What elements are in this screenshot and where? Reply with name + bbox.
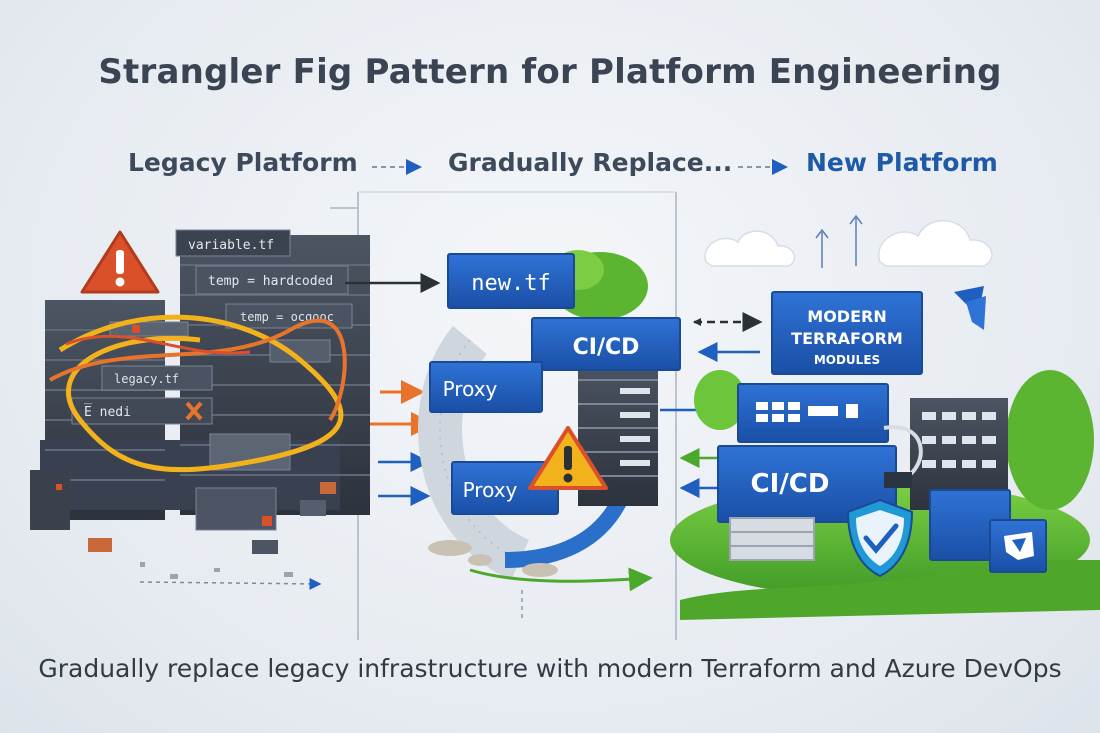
- caption: Gradually replace legacy infrastructure …: [38, 654, 1062, 683]
- legacy-label-variable: variable.tf: [188, 238, 274, 253]
- legacy-label-nedi: E̅ nedi: [84, 404, 131, 420]
- page-title: Strangler Fig Pattern for Platform Engin…: [98, 52, 1002, 92]
- transition-zone: new.tf CI/CD Proxy Proxy: [418, 250, 681, 620]
- cloud-icon: [704, 230, 796, 267]
- new-tf-label: new.tf: [471, 271, 550, 296]
- azure-logo-icon: [954, 286, 986, 330]
- proxy-top-label: Proxy: [443, 377, 498, 401]
- transition-warning-icon: [528, 426, 608, 490]
- warning-icon: [80, 230, 160, 294]
- grid-module-icon: [756, 402, 858, 422]
- new-cicd-label: CI/CD: [751, 469, 830, 499]
- modules-line-2: TERRAFORM: [791, 329, 903, 348]
- legacy-platform-heading: Legacy Platform: [128, 148, 358, 177]
- modules-line-1: MODERN: [807, 307, 886, 326]
- error-x-icon: [185, 401, 203, 421]
- new-platform-heading: New Platform: [806, 148, 998, 177]
- transition-cicd-label: CI/CD: [573, 335, 640, 360]
- shield-check-icon: [846, 498, 914, 578]
- legacy-label-legacy-tf: legacy.tf: [114, 372, 179, 386]
- devops-logo-icon: [1004, 532, 1034, 560]
- transition-heading: Gradually Replace...: [448, 148, 733, 177]
- legacy-platform: variable.tf temp = hardcoded temp = ocqo…: [30, 229, 370, 590]
- proxy-bottom-label: Proxy: [463, 478, 518, 502]
- cloud-icon-2: [877, 220, 993, 267]
- modules-line-3: MODULES: [814, 353, 880, 367]
- new-platform: MODERN TERRAFORM MODULES CI/CD: [670, 214, 1100, 620]
- legacy-label-hardcoded: temp = hardcoded: [208, 274, 333, 289]
